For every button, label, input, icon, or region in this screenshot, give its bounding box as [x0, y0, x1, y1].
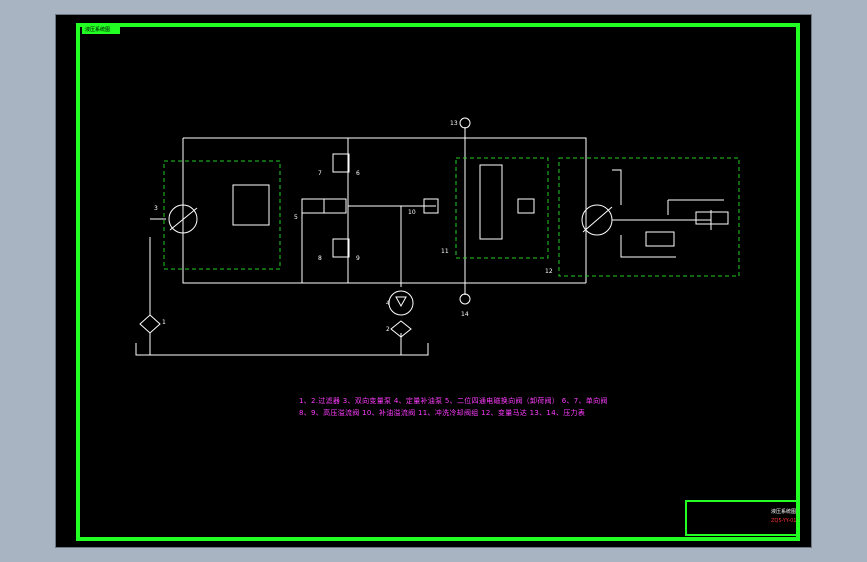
- circuit-lines: [135, 127, 729, 356]
- filters: [139, 314, 412, 338]
- label-10: 10: [408, 209, 416, 216]
- label-5: 5: [294, 214, 298, 221]
- drawing-sheet: 3 5 7 6 8 9 10 4 2 1 13 14 11 12 液压系统图 1…: [55, 14, 812, 548]
- valves: [232, 153, 675, 258]
- label-12: 12: [545, 268, 553, 275]
- boost-pump: [388, 290, 414, 316]
- label-3: 3: [154, 205, 158, 212]
- label-1: 1: [162, 319, 166, 326]
- hydraulic-schematic: 3 5 7 6 8 9 10 4 2 1 13 14 11 12: [76, 23, 800, 541]
- label-14: 14: [461, 311, 469, 318]
- label-6: 6: [356, 170, 360, 177]
- label-8: 8: [318, 255, 322, 262]
- legend-line-1: 1、2.过滤器 3、双向变量泵 4、定量补油泵 5、二位四通电磁换向阀（卸荷阀）…: [299, 397, 608, 405]
- legend-line-2: 8、9、高压溢流阀 10、补油溢流阀 11、冲洗冷却阀组 12、变量马达 13、…: [299, 409, 586, 417]
- title-block: 液压系统图 ZQ5-YY-01: [685, 500, 798, 536]
- pressure-gauges: [459, 117, 471, 305]
- variable-pump: [168, 204, 198, 234]
- title-block-code: ZQ5-YY-01: [771, 518, 797, 524]
- component-groups: [163, 157, 740, 277]
- label-9: 9: [356, 255, 360, 262]
- part-labels: 3 5 7 6 8 9 10 4 2 1 13 14 11 12: [154, 120, 553, 333]
- variable-motor: [581, 204, 613, 236]
- label-2: 2: [386, 326, 390, 333]
- label-4: 4: [386, 300, 390, 307]
- title-block-title: 液压系统图: [771, 509, 797, 515]
- frame-tag: 液压系统图: [82, 27, 120, 34]
- label-13: 13: [450, 120, 458, 127]
- label-7: 7: [318, 170, 322, 177]
- outer-frame: [76, 23, 800, 541]
- label-11: 11: [441, 248, 449, 255]
